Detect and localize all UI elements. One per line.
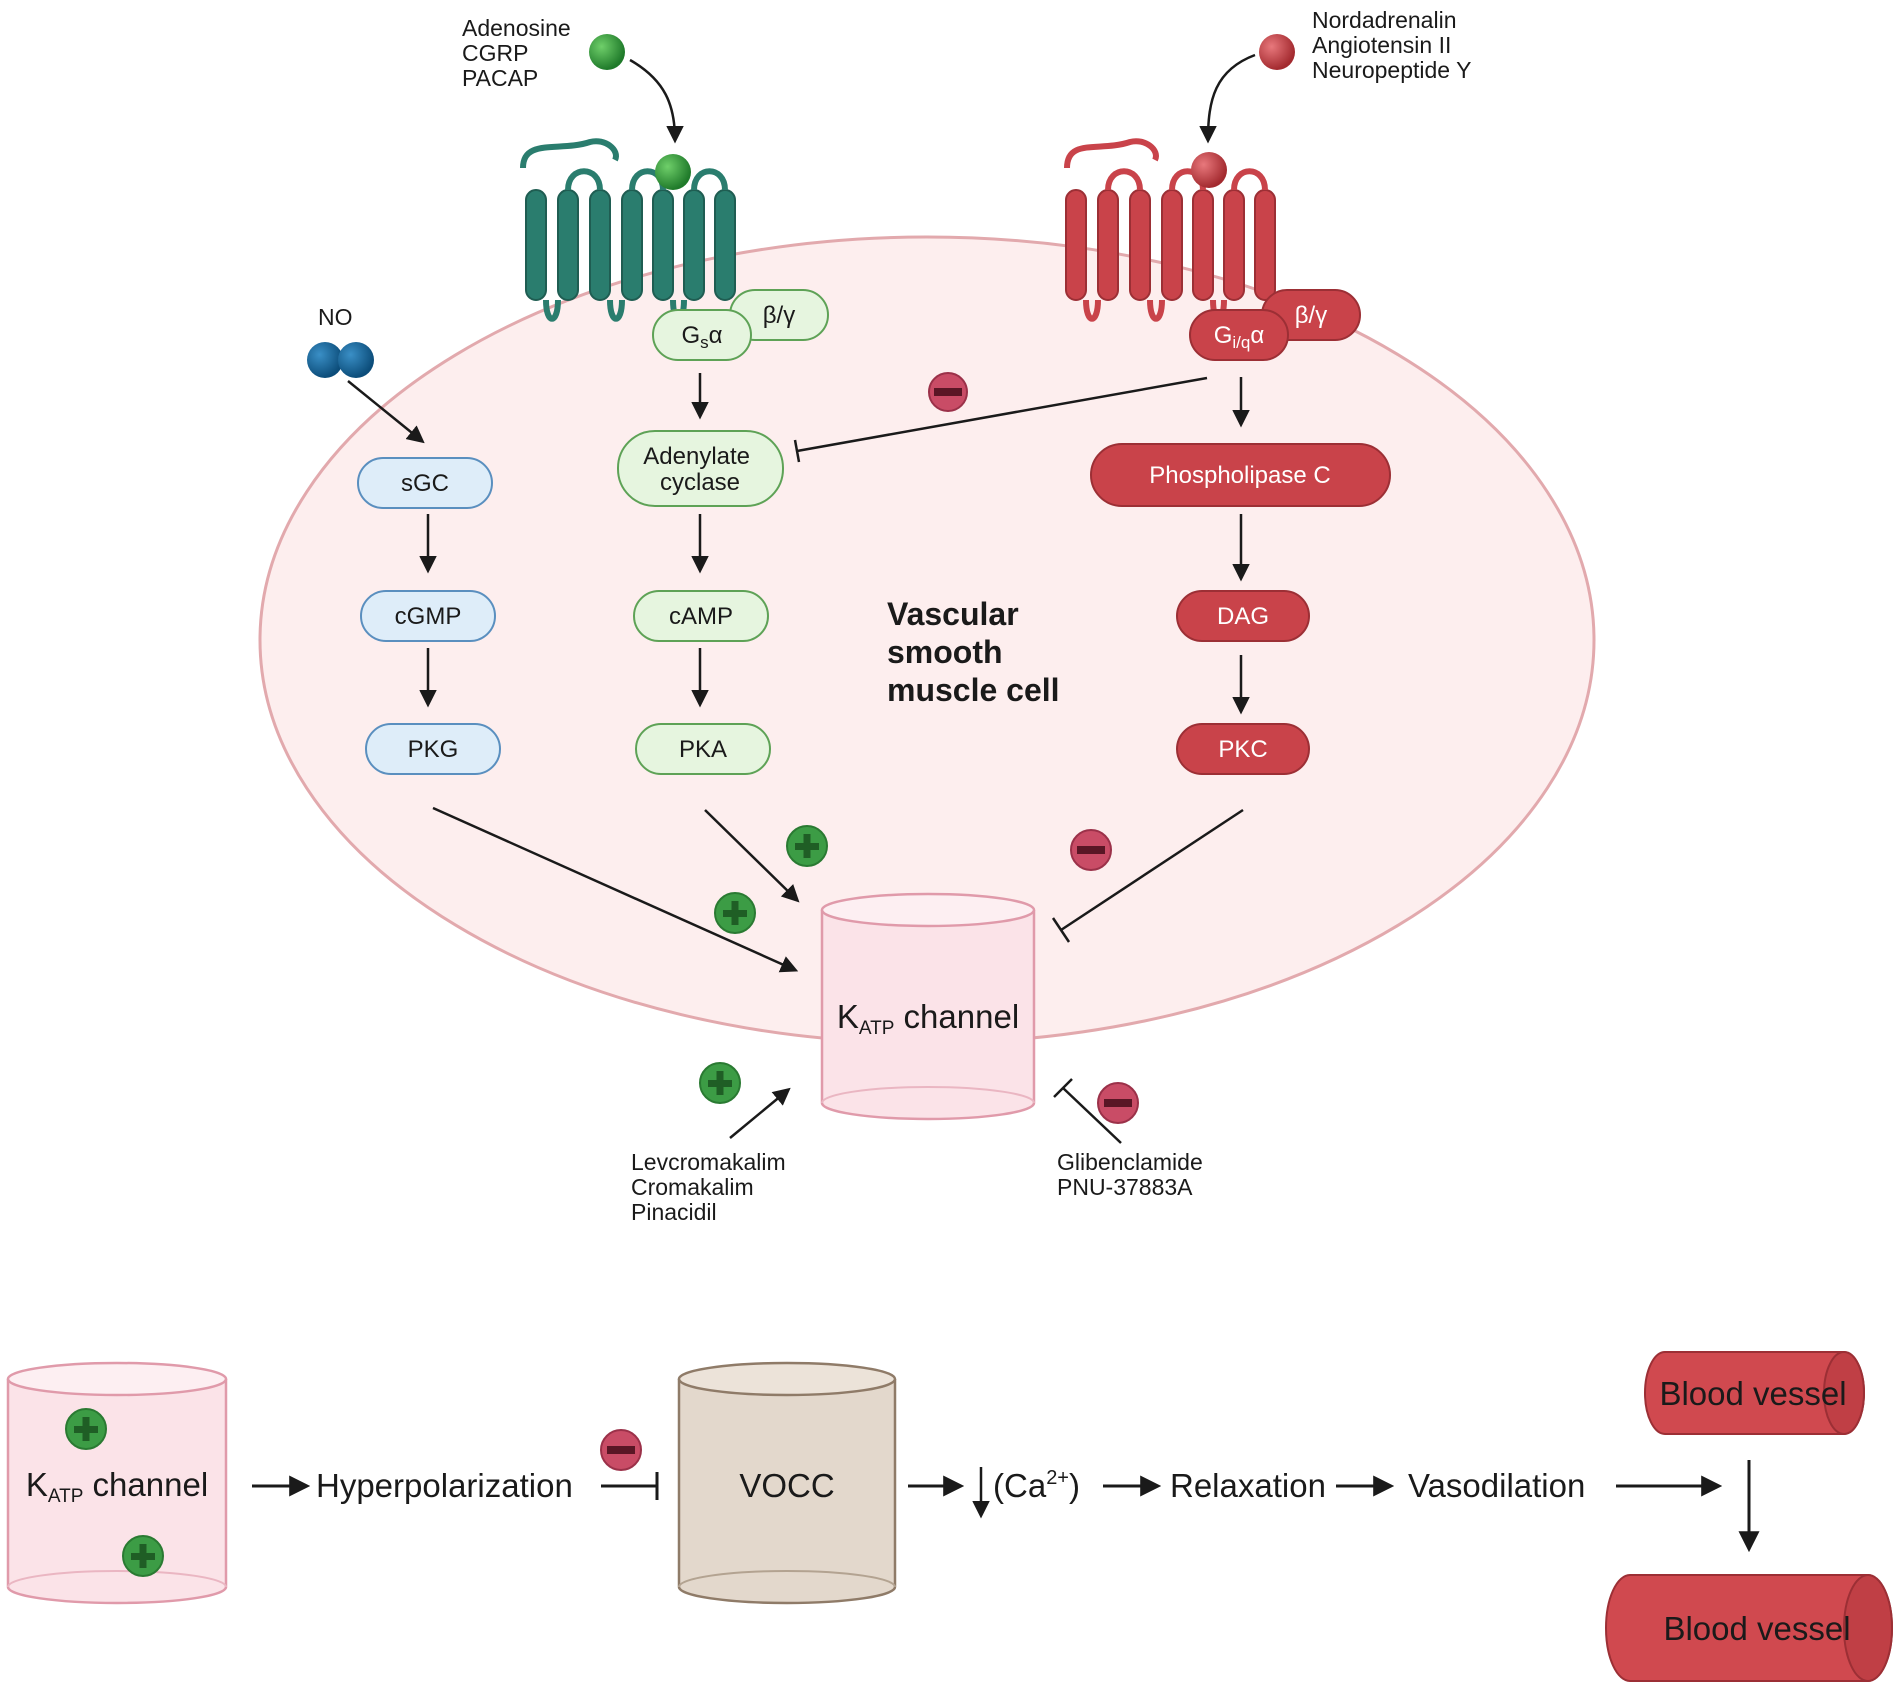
gq-alpha: [1189, 309, 1289, 361]
no-molecule-left: [307, 342, 343, 378]
dag-label: DAG: [1217, 603, 1269, 630]
plus-icon-pkg: [714, 892, 756, 934]
svg-text:Neuropeptide Y: Neuropeptide Y: [1312, 57, 1471, 83]
vocc-channel: [677, 1361, 897, 1605]
relaxation-label: Relaxation: [1170, 1467, 1326, 1504]
gs-beta-gamma-label: β/γ: [763, 302, 795, 329]
bottom-katp-label: KATP channel: [26, 1466, 208, 1507]
pka-to-katp-arrow: [704, 809, 800, 903]
gq-receptor: [1064, 138, 1276, 322]
plc-node: [1090, 443, 1391, 507]
gs-ligand-ball: [589, 34, 625, 70]
gq-beta-gamma-label: β/γ: [1295, 302, 1327, 329]
cgmp-label: cGMP: [395, 603, 462, 630]
blood-vessel-after-label: Blood vessel: [1663, 1610, 1850, 1647]
blockers-label: Glibenclamide PNU-37883A: [1057, 1149, 1203, 1200]
gq-bound-ligand: [1191, 152, 1227, 188]
katp-channel: [820, 892, 1036, 1121]
no-label: NO: [318, 304, 353, 330]
pkg-node: [365, 723, 501, 775]
svg-text:Glibenclamide: Glibenclamide: [1057, 1149, 1203, 1175]
plus-icon-pka: [786, 825, 828, 867]
svg-text:Adenosine: Adenosine: [462, 15, 571, 41]
pkc-inhibits-katp-bar: [1051, 917, 1071, 943]
sgc-node: [357, 457, 493, 509]
bottom-katp-channel: [6, 1361, 228, 1605]
no-molecule-right: [338, 342, 374, 378]
blockers-inhibit-katp-bar: [1053, 1078, 1073, 1098]
cell-title: Vascular smooth muscle cell: [887, 596, 1060, 708]
dag-node: [1176, 590, 1310, 642]
svg-text:Cromakalim: Cromakalim: [631, 1174, 754, 1200]
gs-ligand-arrow: [629, 58, 684, 144]
gs-receptor: [520, 138, 736, 322]
pka-node: [635, 723, 771, 775]
svg-text:Pinacidil: Pinacidil: [631, 1199, 717, 1225]
svg-text:Nordadrenalin: Nordadrenalin: [1312, 7, 1456, 33]
gq-alpha-label: Gi/qα: [1214, 322, 1265, 352]
gq-ligand-arrow: [1199, 53, 1256, 144]
gs-ligand-label: Adenosine CGRP PACAP: [462, 15, 571, 91]
vasodilation-label: Vasodilation: [1408, 1467, 1585, 1504]
adenylate-cyclase-node: [617, 430, 784, 507]
minus-icon-vocc: [600, 1429, 642, 1471]
gq-inhibits-ac-line: [796, 376, 1208, 453]
camp-node: [633, 590, 769, 642]
minus-icon-pkc: [1070, 829, 1112, 871]
openers-label: Levcromakalim Cromakalim Pinacidil: [631, 1149, 786, 1225]
plc-label: Phospholipase C: [1149, 462, 1330, 489]
blood-vessel-constricted: [1644, 1351, 1865, 1435]
minus-icon-ac: [928, 372, 968, 412]
gs-bound-ligand: [655, 154, 691, 190]
gs-alpha-label: Gsα: [681, 322, 722, 352]
camp-label: cAMP: [669, 603, 733, 630]
pka-label: PKA: [679, 736, 727, 763]
pkc-node: [1176, 723, 1310, 775]
svg-text:Levcromakalim: Levcromakalim: [631, 1149, 786, 1175]
cgmp-node: [360, 590, 496, 642]
calcium-label: (Ca2+): [993, 1467, 1080, 1504]
plus-icon-bottom-2: [122, 1535, 164, 1577]
pkg-to-katp-arrow: [432, 806, 799, 973]
gs-alpha: [652, 309, 752, 361]
svg-text:PACAP: PACAP: [462, 65, 538, 91]
katp-channel-label: KATP channel: [837, 998, 1019, 1039]
blood-vessel-dilated: [1605, 1574, 1893, 1682]
vocc-label: VOCC: [739, 1467, 834, 1504]
pkg-label: PKG: [408, 736, 459, 763]
pkc-inhibits-katp-line: [1060, 808, 1244, 932]
openers-to-katp-arrow: [729, 1087, 791, 1139]
blood-vessel-before-label: Blood vessel: [1659, 1375, 1846, 1412]
minus-icon-blockers: [1097, 1082, 1139, 1124]
hyperpolarization-label: Hyperpolarization: [316, 1467, 573, 1504]
blockers-inhibit-katp-line: [1062, 1087, 1122, 1144]
gq-inhibits-ac-bar: [793, 439, 801, 463]
adenylate-cyclase-label: Adenylate cyclase: [643, 443, 756, 496]
pkc-label: PKC: [1218, 736, 1267, 763]
gq-ligand-ball: [1259, 34, 1295, 70]
no-to-sgc-arrow: [347, 380, 425, 444]
svg-text:PNU-37883A: PNU-37883A: [1057, 1174, 1193, 1200]
gq-ligand-label: Nordadrenalin Angiotensin II Neuropeptid…: [1312, 7, 1471, 83]
plus-icon-openers: [699, 1062, 741, 1104]
plus-icon-bottom-1: [65, 1408, 107, 1450]
svg-text:CGRP: CGRP: [462, 40, 528, 66]
svg-text:Angiotensin II: Angiotensin II: [1312, 32, 1451, 58]
sgc-label: sGC: [401, 470, 449, 497]
